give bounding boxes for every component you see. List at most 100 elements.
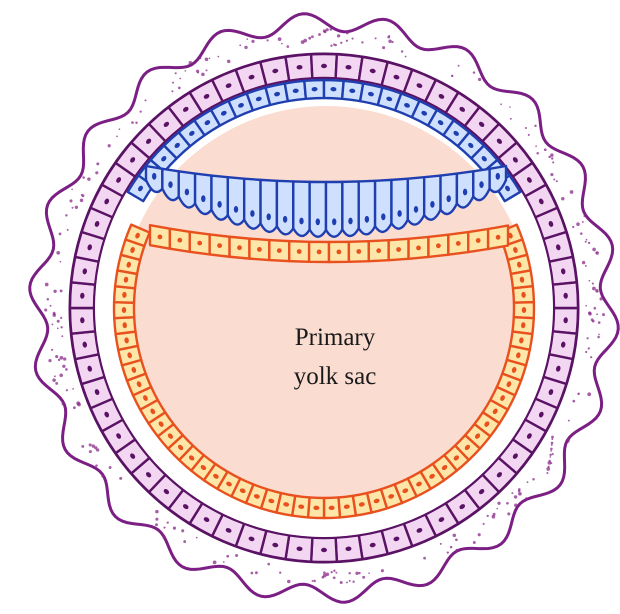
cell-dot xyxy=(227,60,230,63)
hypoblast-strip-nucleus xyxy=(337,250,342,255)
cell-dot xyxy=(596,291,598,293)
epiblast-nucleus xyxy=(234,206,238,213)
cell-dot xyxy=(281,43,283,45)
cell-dot xyxy=(478,533,481,536)
cell-dot xyxy=(596,313,598,315)
cell-dot xyxy=(326,28,329,31)
cell-dot xyxy=(590,356,592,358)
cell-dot xyxy=(72,207,74,209)
epiblast-nucleus xyxy=(414,206,418,213)
cell-dot xyxy=(287,45,290,48)
cell-dot xyxy=(323,29,326,32)
cell-dot xyxy=(483,523,485,525)
cell-dot xyxy=(496,508,498,510)
cell-dot xyxy=(594,307,597,310)
cell-dot xyxy=(55,355,58,358)
cell-dot xyxy=(330,45,332,47)
cell-dot xyxy=(527,481,529,483)
cell-dot xyxy=(507,512,510,515)
cell-dot xyxy=(308,37,311,40)
cell-dot xyxy=(551,438,553,440)
epiblast-nucleus xyxy=(316,218,320,225)
cell-dot xyxy=(580,232,583,235)
epiblast-cell xyxy=(375,180,391,232)
cell-dot xyxy=(535,145,537,147)
epiblast-nucleus xyxy=(447,195,451,202)
hypoblast-strip-nucleus xyxy=(217,243,222,248)
cell-dot xyxy=(217,56,219,58)
cell-dot xyxy=(525,127,527,129)
cell-dot xyxy=(352,38,354,40)
cell-dot xyxy=(576,222,580,226)
hypoblast-strip-nucleus xyxy=(436,243,441,248)
cell-dot xyxy=(511,492,513,494)
cell-dot xyxy=(59,374,63,378)
cell-dot xyxy=(510,118,512,120)
hypoblast-strip-nucleus xyxy=(396,247,401,252)
epiblast-cell xyxy=(261,180,277,232)
cell-dot xyxy=(77,403,81,407)
cell-dot xyxy=(550,462,552,464)
cell-dot xyxy=(592,283,594,285)
cell-dot xyxy=(279,572,281,574)
cell-dot xyxy=(598,321,601,324)
cell-dot xyxy=(549,454,551,456)
cell-dot xyxy=(239,44,241,46)
epiblast-cell xyxy=(211,176,227,220)
cell-dot xyxy=(556,180,558,182)
cell-dot xyxy=(375,37,377,39)
epiblast-cell xyxy=(244,179,260,229)
cell-dot xyxy=(544,148,547,151)
cell-dot xyxy=(82,176,85,179)
cell-dot xyxy=(173,526,176,529)
cell-dot xyxy=(60,261,62,263)
epiblast-cell xyxy=(441,174,457,214)
cell-dot xyxy=(346,581,348,583)
cell-dot xyxy=(181,529,184,532)
cell-dot xyxy=(528,134,530,136)
cell-dot xyxy=(92,444,95,447)
cell-dot xyxy=(518,490,521,493)
cell-dot xyxy=(311,35,314,38)
cell-dot xyxy=(572,400,575,403)
cell-dot xyxy=(108,144,111,147)
cell-dot xyxy=(135,122,137,124)
cell-dot xyxy=(447,551,449,553)
cell-dot xyxy=(175,72,177,74)
cell-dot xyxy=(534,125,536,127)
cell-dot xyxy=(346,31,349,34)
cell-dot xyxy=(599,297,602,300)
epiblast-nucleus xyxy=(185,189,189,196)
epiblast-nucleus xyxy=(283,216,287,223)
epiblast-nucleus xyxy=(430,201,434,208)
epiblast-nucleus xyxy=(250,210,254,217)
cell-dot xyxy=(497,502,500,505)
cell-dot xyxy=(514,495,517,498)
cell-dot xyxy=(333,43,335,45)
cell-dot xyxy=(478,78,481,81)
cell-dot xyxy=(585,305,587,307)
cell-dot xyxy=(333,570,335,572)
hypoblast-strip-nucleus xyxy=(197,241,202,246)
cell-dot xyxy=(598,334,600,336)
cell-dot xyxy=(51,349,53,351)
epiblast-nucleus xyxy=(168,181,172,188)
epiblast-cell xyxy=(391,179,407,229)
hypoblast-strip-nucleus xyxy=(456,241,461,246)
cell-dot xyxy=(87,177,91,181)
cell-dot xyxy=(62,402,65,405)
cell-dot xyxy=(455,538,458,541)
cell-dot xyxy=(60,317,62,319)
cell-dot xyxy=(61,335,63,337)
epiblast-nucleus xyxy=(463,189,467,196)
cell-dot xyxy=(323,574,327,578)
cell-dot xyxy=(585,351,587,353)
hypoblast-strip-nucleus xyxy=(257,247,262,252)
cell-dot xyxy=(546,472,548,474)
epiblast-cell xyxy=(326,182,342,237)
cell-dot xyxy=(119,477,122,480)
cell-dot xyxy=(572,226,574,228)
cell-dot xyxy=(140,110,142,112)
cell-dot xyxy=(514,504,517,507)
cell-dot xyxy=(456,549,459,552)
